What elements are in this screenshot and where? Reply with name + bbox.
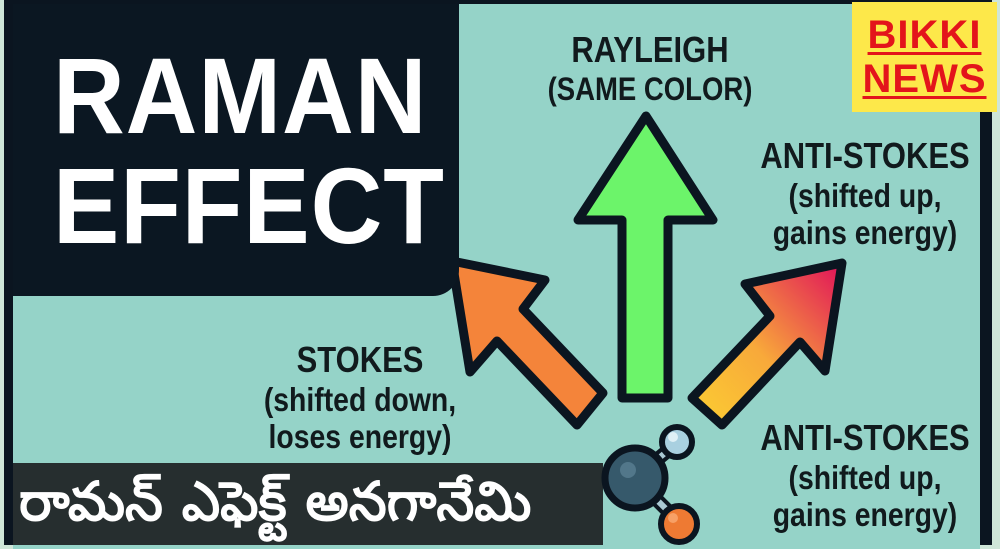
badge-line-1: BIKKI <box>867 13 982 57</box>
anti-stokes-top-heading: ANTI-STOKES <box>760 135 970 176</box>
anti-stokes-bottom-subtext-1: (shifted up, <box>788 458 942 496</box>
badge-line-2: NEWS <box>862 57 987 101</box>
stokes-label: STOKES (shifted down, loses energy) <box>248 339 472 455</box>
anti-stokes-bottom-subtext-2: gains energy) <box>772 495 958 533</box>
molecule-icon <box>601 424 700 545</box>
brand-badge: BIKKI NEWS <box>852 2 997 112</box>
anti-stokes-arrow-icon <box>687 258 847 430</box>
anti-stokes-top-label: ANTI-STOKES (shifted up, gains energy) <box>740 135 989 251</box>
stokes-subtext-2: loses energy) <box>268 417 452 455</box>
rayleigh-arrow-icon <box>573 111 718 403</box>
stokes-heading: STOKES <box>296 339 424 380</box>
rayleigh-subtext: (SAME COLOR) <box>547 70 753 107</box>
caption-text: రామన్ ఎఫెక్ట్ అనగానేమి <box>19 470 532 533</box>
right-edge-strip <box>992 0 1000 545</box>
anti-stokes-bottom-label: ANTI-STOKES (shifted up, gains energy) <box>740 417 989 533</box>
title-line-2: EFFECT <box>53 145 445 266</box>
caption-strip: రామన్ ఎఫెక్ట్ అనగానేమి <box>13 463 603 545</box>
diagram-panel: RAMAN EFFECT <box>13 4 980 549</box>
rayleigh-heading: RAYLEIGH <box>571 29 729 70</box>
title-box: RAMAN EFFECT <box>13 4 459 296</box>
title-line-1: RAMAN <box>53 35 428 156</box>
stokes-arrow-icon <box>447 256 608 430</box>
anti-stokes-top-subtext-1: (shifted up, <box>788 176 942 214</box>
anti-stokes-top-subtext-2: gains energy) <box>772 213 958 251</box>
stokes-subtext-1: (shifted down, <box>263 380 457 418</box>
anti-stokes-bottom-heading: ANTI-STOKES <box>760 417 970 458</box>
rayleigh-label: RAYLEIGH (SAME COLOR) <box>525 29 774 107</box>
